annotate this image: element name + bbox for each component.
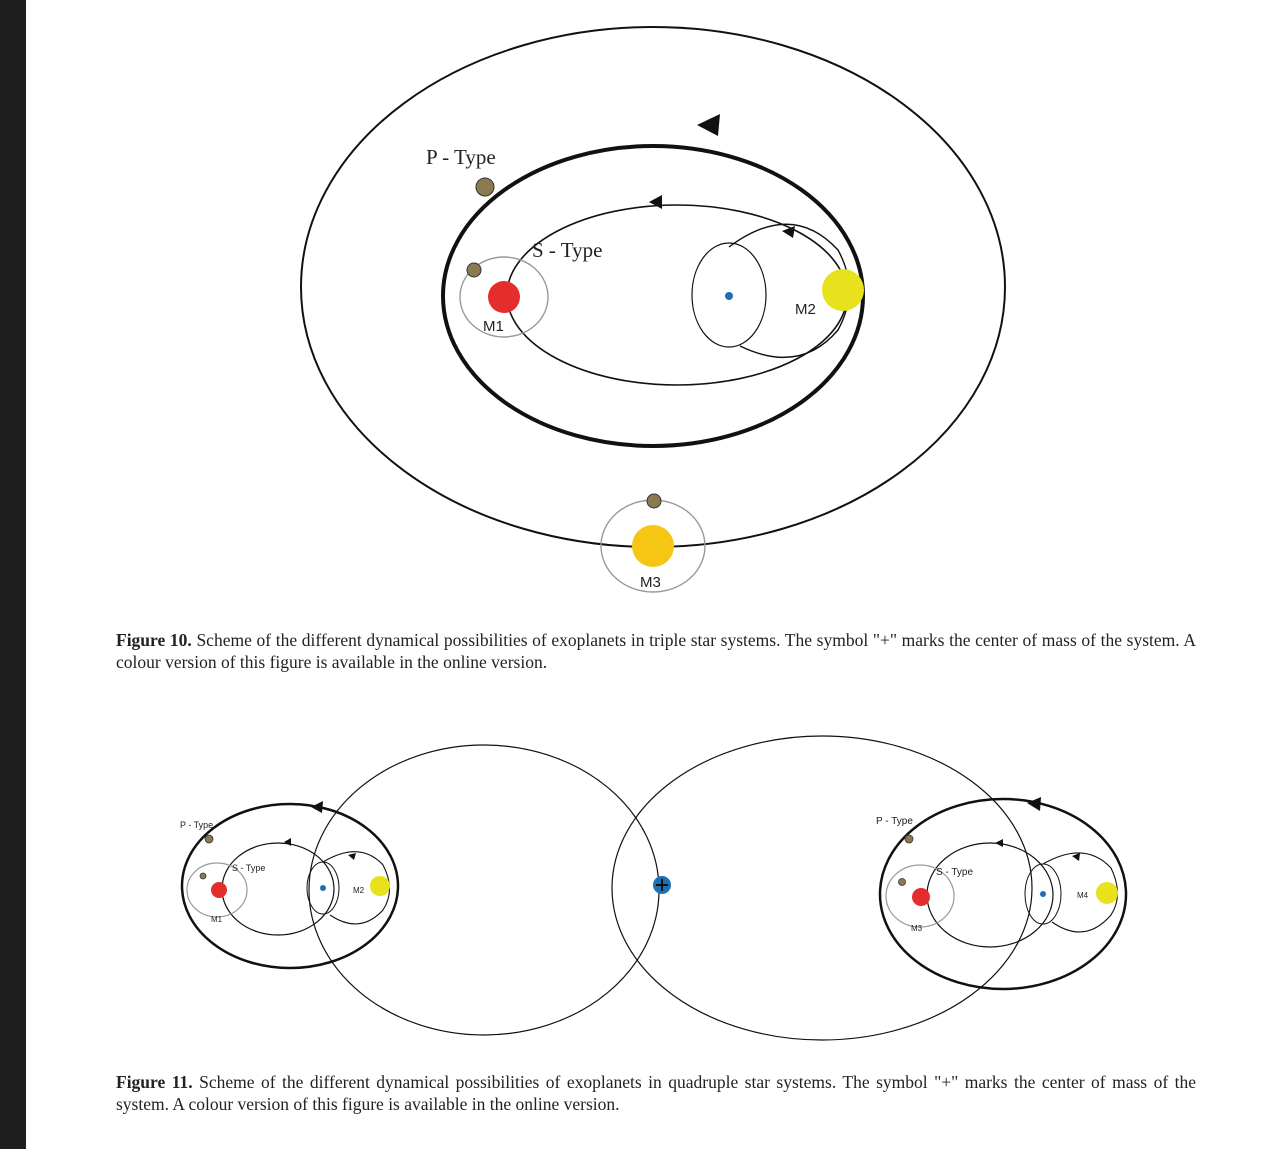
right-label-m4: M4: [1077, 891, 1089, 900]
m1-planet-orbit: [459, 256, 549, 338]
right-p-type-arrow: [1027, 797, 1041, 811]
outer-orbit: [300, 26, 1006, 548]
left-m1-planet-orbit: [186, 862, 248, 918]
planet-p-type: [475, 177, 495, 197]
left-label-m1: M1: [211, 915, 223, 924]
left-label-m2: M2: [353, 886, 365, 895]
right-star-m3: [912, 888, 930, 906]
left-label-p-type: P - Type: [180, 820, 213, 830]
left-p-type-arrow: [311, 801, 323, 813]
left-center-marker: [320, 885, 326, 891]
window-left-edge: [0, 0, 26, 1149]
star-m2: [822, 269, 864, 311]
m2-direction-arrow: [782, 226, 795, 238]
figure-10-caption-text: Scheme of the different dynamical possib…: [116, 630, 1196, 672]
left-label-s-type: S - Type: [232, 863, 265, 873]
right-m3-planet-orbit: [885, 864, 955, 928]
s-type-orbit: [506, 204, 848, 386]
figure-11-caption-label: Figure 11.: [116, 1072, 193, 1092]
system-center-of-mass: [653, 876, 671, 894]
star-m3: [632, 525, 674, 567]
right-label-p-type: P - Type: [876, 816, 913, 827]
figure-10-caption-label: Figure 10.: [116, 630, 192, 650]
right-label-s-type: S - Type: [936, 867, 973, 878]
label-s-type: S - Type: [532, 238, 602, 262]
right-center-orbit: [1024, 863, 1062, 925]
star-m1: [488, 281, 520, 313]
left-s-type-arrow: [284, 838, 291, 846]
big-orbit-right: [611, 735, 1033, 1041]
big-orbit-left: [308, 744, 660, 1036]
left-s-type-orbit: [221, 842, 335, 936]
p-type-direction-arrow: [697, 114, 720, 136]
right-s-type-orbit: [926, 842, 1054, 948]
center-orbit: [691, 242, 767, 348]
right-s-type-arrow: [995, 839, 1003, 847]
label-m1: M1: [483, 318, 504, 335]
right-star-m4: [1096, 882, 1118, 904]
right-label-m3: M3: [911, 924, 923, 933]
figure-10-diagram: P - Type S - Type M1 M2 M3: [300, 26, 1006, 593]
left-star-m1: [211, 882, 227, 898]
left-center-orbit: [306, 861, 340, 915]
s-type-direction-arrow: [649, 195, 662, 209]
label-p-type: P - Type: [426, 145, 496, 169]
right-p-type-orbit: [878, 797, 1128, 991]
planet-m3: [646, 493, 662, 509]
label-m2: M2: [795, 301, 816, 318]
center-plus-sign: [656, 879, 668, 891]
right-m4-arrow: [1072, 853, 1080, 861]
left-star-m2: [370, 876, 390, 896]
planet-s-type-m1: [466, 262, 482, 278]
figure-10-caption: Figure 10. Scheme of the different dynam…: [116, 629, 1196, 673]
right-center-marker: [1040, 891, 1046, 897]
figure-11-caption: Figure 11. Scheme of the different dynam…: [116, 1071, 1196, 1115]
right-m4-orbit-arc: [1042, 852, 1119, 933]
left-m2-orbit-arc: [322, 851, 391, 925]
left-m2-arrow: [348, 853, 356, 860]
figure-11-caption-text: Scheme of the different dynamical possib…: [116, 1072, 1196, 1114]
center-of-mass-marker: [725, 292, 733, 300]
right-planet-s-type: [898, 878, 906, 886]
left-p-type-orbit: [180, 802, 400, 970]
right-planet-p-type: [904, 834, 914, 844]
label-m3: M3: [640, 574, 661, 591]
left-planet-s-type: [199, 872, 207, 880]
left-planet-p-type: [204, 834, 214, 844]
